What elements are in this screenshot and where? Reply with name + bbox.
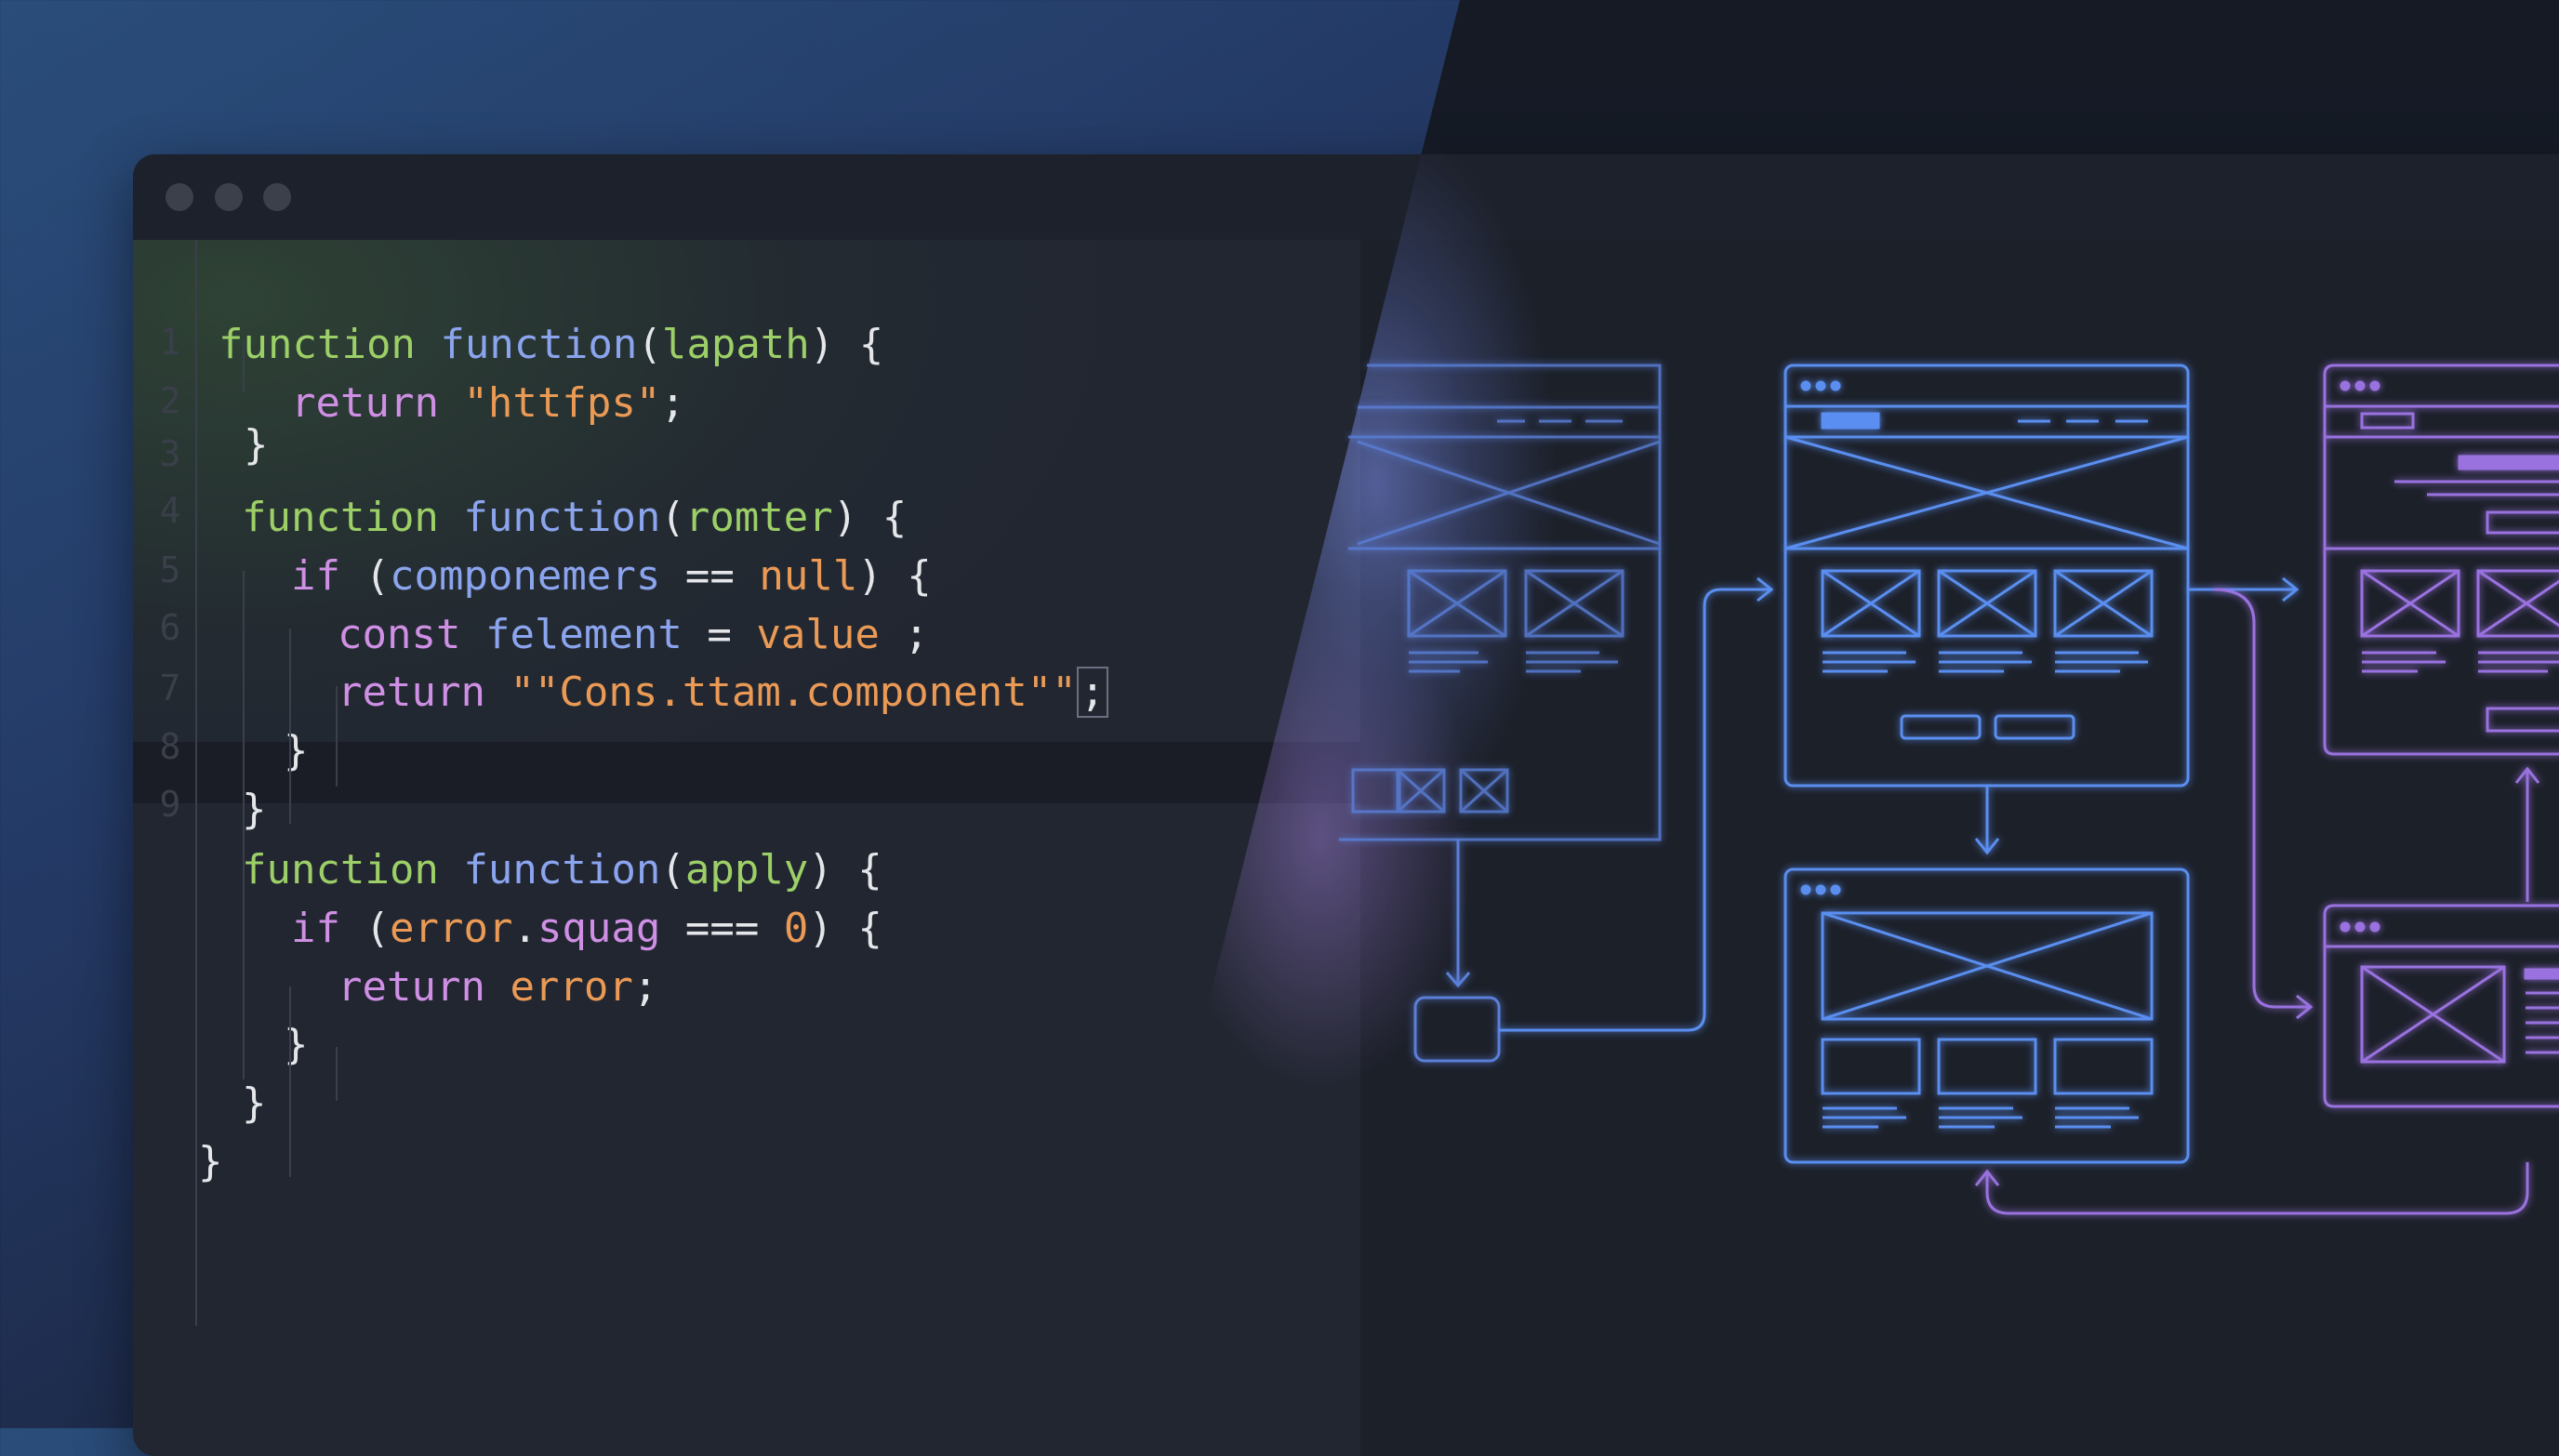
flow-connectors-purple <box>1974 588 2540 1215</box>
code-token: return <box>291 379 464 427</box>
code-line: } <box>242 1073 267 1134</box>
code-token: ) { <box>832 494 908 541</box>
code-line: return "httfps"; <box>291 373 685 434</box>
screen-bottom-right <box>2323 904 2559 1108</box>
code-token: null <box>759 552 858 600</box>
code-token: lapath <box>661 321 810 368</box>
code-line: } <box>284 721 309 782</box>
code-token: === <box>660 905 784 952</box>
indent-guide <box>289 629 291 824</box>
code-token: function <box>242 846 464 893</box>
code-line: if (error.squag === 0) { <box>291 898 882 960</box>
code-token: } <box>244 421 269 469</box>
code-token: } <box>242 1079 267 1127</box>
code-token: 0 <box>783 905 809 952</box>
code-token: } <box>242 786 267 833</box>
indent-guide <box>289 986 291 1177</box>
screen-partial-left <box>1339 364 1662 841</box>
indent-guide <box>243 340 245 391</box>
line-number: 6 <box>159 607 181 648</box>
code-token: ) { <box>808 905 882 952</box>
code-token: } <box>284 727 309 774</box>
code-token: function <box>242 494 464 541</box>
code-token: = <box>682 611 757 658</box>
code-token: ; <box>660 379 685 427</box>
code-token: == <box>660 552 760 600</box>
code-token: componemers <box>389 552 661 600</box>
indent-guide <box>336 1047 338 1101</box>
screen-top-right <box>2323 364 2559 756</box>
code-token: } <box>284 1021 309 1068</box>
code-line: function function(romter) { <box>242 487 907 549</box>
code-line: } <box>244 415 269 476</box>
code-token: "httfps" <box>463 379 661 427</box>
code-token: ( <box>365 905 390 952</box>
code-token: if <box>291 905 365 952</box>
code-token: return <box>338 963 510 1011</box>
code-token: ) { <box>809 321 884 368</box>
code-token: ( <box>637 321 662 368</box>
code-token: ( <box>660 494 685 541</box>
code-token: ""Cons.ttam.component"" <box>510 668 1077 716</box>
screen-bottom-center <box>1783 867 2190 1164</box>
maximize-dot[interactable] <box>263 183 291 211</box>
code-token: value <box>756 611 880 658</box>
code-token: function <box>440 321 638 368</box>
code-token: squag <box>537 905 661 952</box>
code-token: return <box>338 668 510 716</box>
close-dot[interactable] <box>166 183 193 211</box>
line-number: 7 <box>159 668 181 708</box>
code-token: function <box>219 321 441 368</box>
code-token: . <box>512 905 537 952</box>
code-token: ( <box>660 846 685 893</box>
indent-guide <box>195 240 197 1326</box>
minimize-dot[interactable] <box>215 183 243 211</box>
code-token: } <box>198 1138 223 1185</box>
code-line: function function(lapath) { <box>219 314 883 376</box>
flow-connectors <box>1499 576 2300 1032</box>
code-token: ( <box>365 552 390 600</box>
text-cursor: ; <box>1076 667 1109 718</box>
code-token: const <box>338 611 485 658</box>
code-token: apply <box>684 846 809 893</box>
code-token: romter <box>684 494 833 541</box>
code-line: } <box>284 1014 309 1076</box>
line-number: 5 <box>159 549 181 590</box>
code-token: error <box>510 963 633 1011</box>
small-node <box>1413 840 1501 1063</box>
code-line: } <box>242 779 267 841</box>
indent-guide <box>336 686 338 787</box>
line-number: 3 <box>159 433 181 474</box>
code-line: const felement = value ; <box>338 604 929 666</box>
code-token: function <box>463 494 661 541</box>
code-line: function function(apply) { <box>242 840 882 901</box>
code-token: if <box>291 552 365 600</box>
code-line: return error; <box>338 957 657 1018</box>
code-line: return ""Cons.ttam.component""; <box>338 662 1109 723</box>
code-token: ; <box>879 611 929 658</box>
code-token: ; <box>632 963 658 1011</box>
code-token: function <box>463 846 661 893</box>
line-number: 1 <box>159 322 181 363</box>
screen-main <box>1783 364 2190 788</box>
code-line: if (componemers == null) { <box>291 546 932 607</box>
code-line: } <box>198 1132 223 1193</box>
code-token: error <box>389 905 513 952</box>
indent-guide <box>243 571 245 1079</box>
code-token: felement <box>484 611 683 658</box>
code-token: ) { <box>857 552 932 600</box>
line-number: 4 <box>159 490 181 531</box>
line-number: 2 <box>159 380 181 421</box>
line-number: 8 <box>159 726 181 767</box>
line-number: 9 <box>159 784 181 825</box>
code-token: ) { <box>808 846 882 893</box>
